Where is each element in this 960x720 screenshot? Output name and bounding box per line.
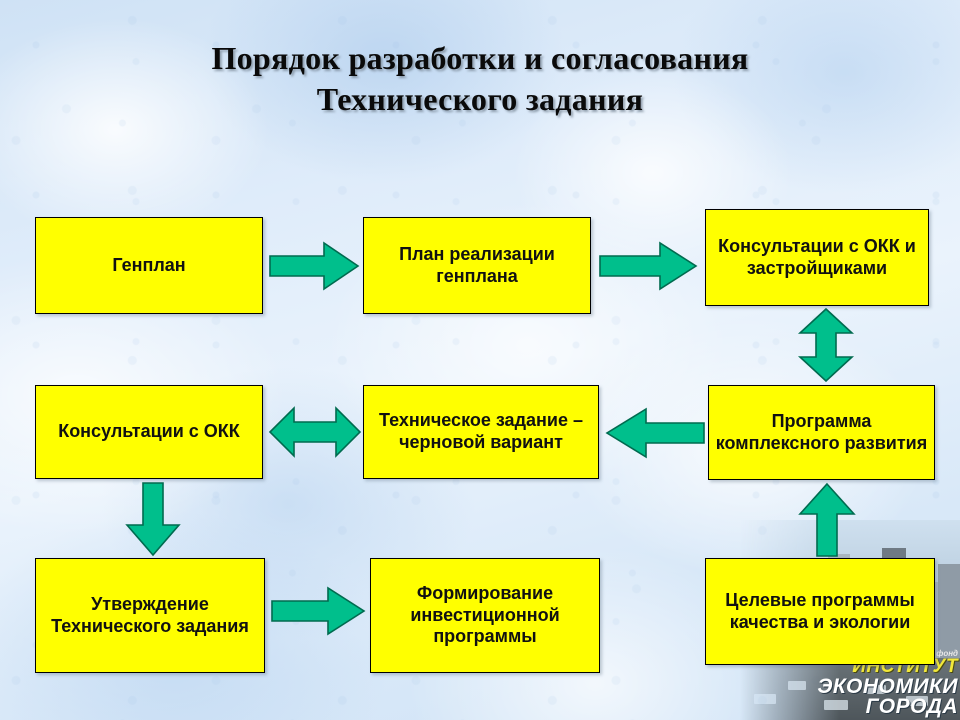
title-line-1: Порядок разработки и согласования — [211, 40, 749, 76]
box-celevye-programmy[interactable]: Целевые программы качества и экологии — [705, 558, 935, 665]
logo-line-3: ГОРОДА — [865, 695, 958, 719]
box-utverzhdenie-tz-label: Утверждение Технического задания — [51, 593, 249, 636]
arrow-okk-to-utverzhdenie — [125, 481, 181, 557]
arrow-okk-to-tz — [268, 404, 362, 460]
slide-title: Порядок разработки и согласования Технич… — [0, 38, 960, 120]
box-utverzhdenie-tz[interactable]: Утверждение Технического задания — [35, 558, 265, 673]
logo-small-line: фонд — [936, 649, 958, 659]
box-konsultacii-okk[interactable]: Консультации с ОКК — [35, 385, 263, 479]
box-plan-realizacii-label: План реализации генплана — [399, 243, 555, 286]
arrow-utverzhdenie-to-formirovanie — [270, 585, 366, 637]
box-konsultacii-okk-zastrojshchikami[interactable]: Консультации с ОКК и застройщиками — [705, 209, 929, 306]
logo-line-2: ЭКОНОМИКИ — [817, 674, 958, 698]
box-tz-chernovoj-variant[interactable]: Техническое задание – черновой вариант — [363, 385, 599, 479]
box-celevye-programmy-label: Целевые программы качества и экологии — [725, 589, 915, 632]
arrow-celevye-to-programma — [798, 482, 856, 558]
box-formirovanie-investicionnoj-programmy[interactable]: Формирование инвестиционной программы — [370, 558, 600, 673]
arrow-programma-to-konsultacii — [795, 307, 857, 383]
box-konsultacii-okk-label: Консультации с ОКК — [58, 421, 240, 442]
box-formirovanie-investicionnoj-programmy-label: Формирование инвестиционной программы — [410, 582, 560, 647]
box-konsultacii-okk-zastrojshchikami-label: Консультации с ОКК и застройщиками — [718, 235, 916, 278]
arrow-genplan-to-plan — [268, 240, 360, 292]
title-line-2: Технического задания — [316, 80, 644, 117]
arrow-plan-to-konsultacii — [598, 240, 698, 292]
box-genplan[interactable]: Генплан — [35, 217, 263, 314]
box-plan-realizacii[interactable]: План реализации генплана — [363, 217, 591, 314]
box-programma-kompleksnogo-razvitiya[interactable]: Программа комплексного развития — [708, 385, 935, 480]
box-genplan-label: Генплан — [112, 254, 186, 275]
box-programma-kompleksnogo-razvitiya-label: Программа комплексного развития — [715, 410, 928, 453]
box-tz-chernovoj-variant-label: Техническое задание – черновой вариант — [379, 410, 583, 452]
arrow-programma-to-tz — [604, 406, 706, 460]
